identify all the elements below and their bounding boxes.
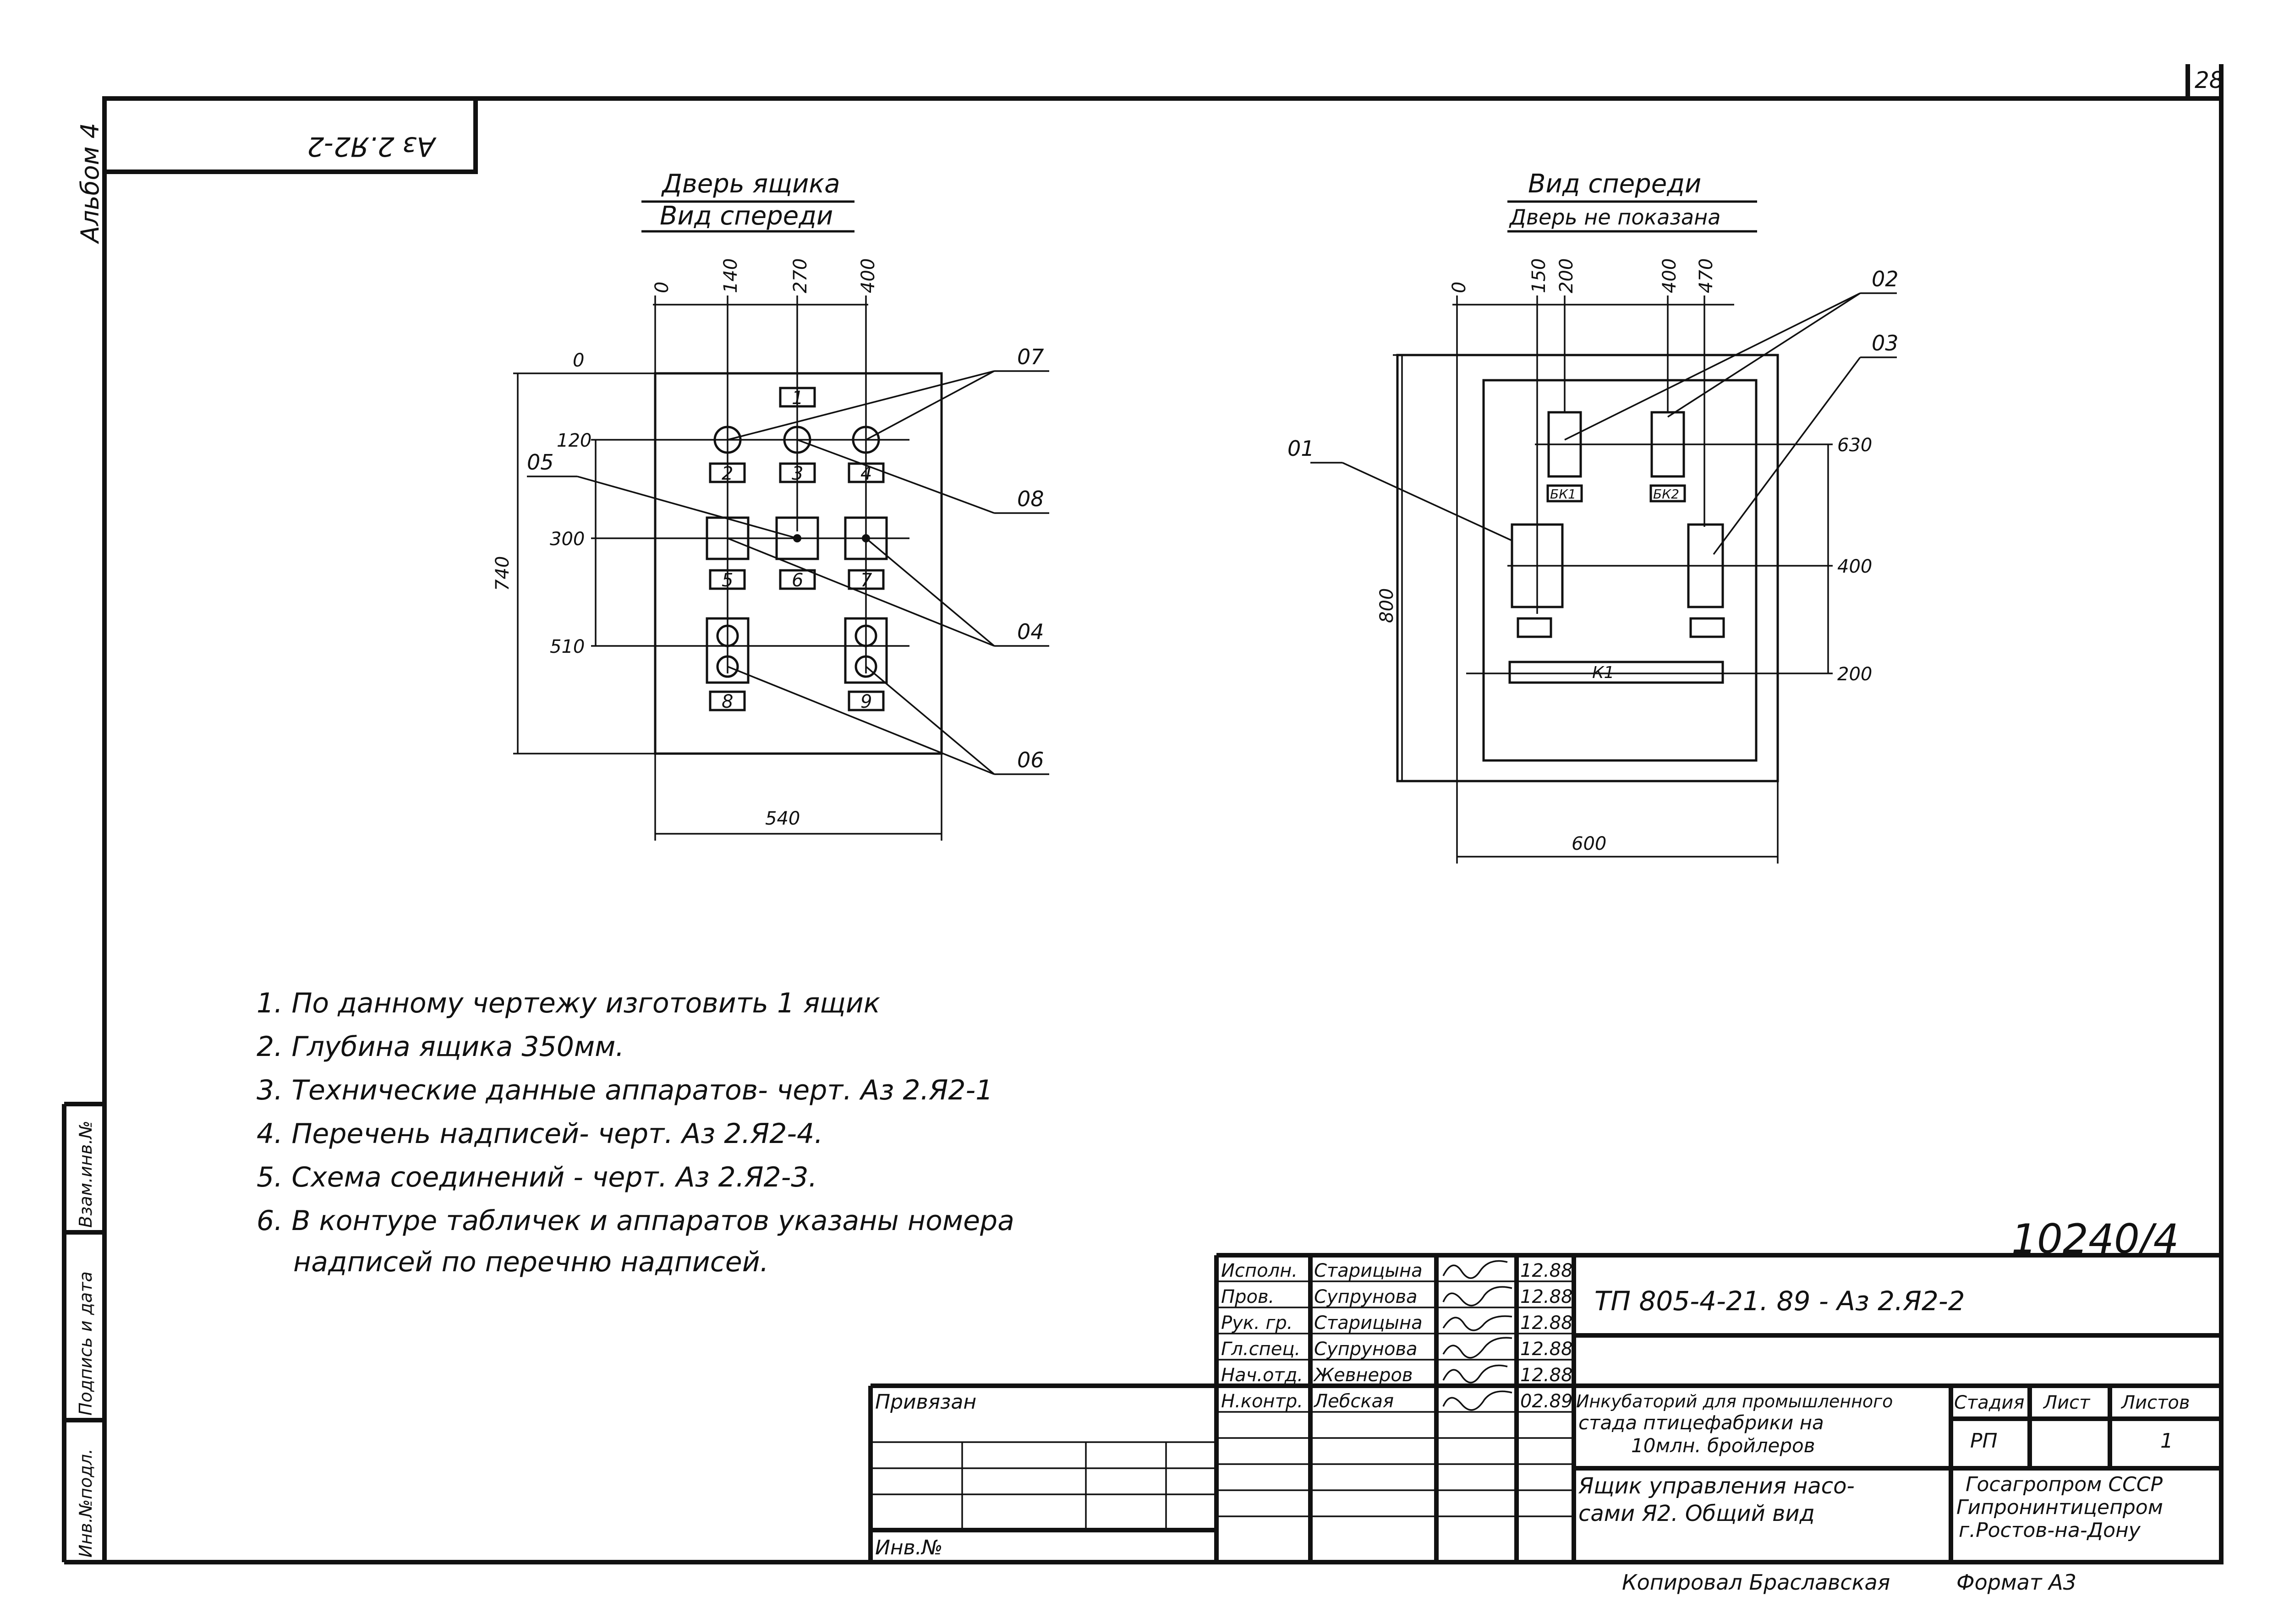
front-view: Вид спереди Дверь не показана 0 150 200 …	[1287, 169, 1899, 864]
album-label: Альбом 4	[76, 123, 104, 244]
sheet-header: Лист	[2043, 1392, 2091, 1413]
side-stamp-inventory: Инв.№подл.	[76, 1449, 96, 1558]
tb-role-3: Рук. гр.	[1221, 1312, 1293, 1334]
tb-name-1: Старицына	[1314, 1260, 1423, 1281]
front-dim-top-0: 0	[1449, 282, 1470, 293]
door-dim-side-0: 0	[573, 350, 584, 371]
drawing-line-1: Ящик управления насо-	[1578, 1473, 1855, 1499]
door-plate-8: 8	[722, 691, 733, 712]
note-2: 2. Глубина ящика 350мм.	[257, 1031, 624, 1063]
front-dim-width: 600	[1572, 833, 1606, 854]
project-line-3: 10млн. бройлеров	[1631, 1434, 1815, 1457]
door-plate-3: 3	[792, 463, 803, 484]
door-dim-height: 740	[492, 556, 513, 591]
note-1: 1. По данному чертежу изготовить 1 ящик	[257, 987, 880, 1019]
org-line-2: Гипронинтицепром	[1956, 1496, 2163, 1519]
tb-date-2: 12.88	[1520, 1286, 1573, 1307]
tb-date-5: 12.88	[1520, 1365, 1573, 1386]
top-code: Аз 2.Я2-2	[307, 131, 437, 162]
note-3: 3. Технические данные аппаратов- черт. А…	[257, 1074, 993, 1106]
format-label: Формат А3	[1956, 1570, 2076, 1595]
front-callout-01: 01	[1287, 436, 1315, 461]
note-6: 6. В контуре табличек и аппаратов указан…	[257, 1205, 1014, 1237]
title-block: Привязан Инв.№ Исполн. Старицына 12.88 П…	[868, 1253, 2221, 1595]
tb-name-3: Старицына	[1314, 1312, 1423, 1334]
door-callout-07: 07	[1017, 344, 1044, 369]
front-callout-02: 02	[1872, 267, 1899, 291]
door-view: Дверь ящика Вид спереди 0 140 270 400 0 …	[492, 169, 1049, 841]
tb-name-5: Жевнеров	[1313, 1365, 1413, 1386]
tb-date-6: 02.89	[1520, 1391, 1573, 1412]
doc-code: ТП 805-4-21. 89 - Аз 2.Я2-2	[1594, 1285, 1965, 1317]
inv-label: Инв.№	[875, 1536, 942, 1559]
tb-role-6: Н.контр.	[1221, 1391, 1303, 1412]
notes: 1. По данному чертежу изготовить 1 ящик …	[257, 987, 1014, 1278]
tb-name-2: Супрунова	[1314, 1286, 1418, 1307]
door-dim-top-400: 400	[858, 258, 879, 293]
project-line-2: стада птицефабрики на	[1578, 1411, 1824, 1434]
door-callout-08: 08	[1017, 487, 1044, 511]
side-stamp-signature: Подпись и дата	[76, 1271, 96, 1416]
project-line-1: Инкубаторий для промышленного	[1576, 1391, 1893, 1411]
door-dim-top-270: 270	[790, 258, 811, 293]
door-view-subtitle: Вид спереди	[660, 201, 833, 231]
front-label-k1: К1	[1592, 663, 1614, 682]
tb-date-3: 12.88	[1520, 1312, 1573, 1334]
door-plate-6: 6	[792, 570, 803, 591]
door-callout-06: 06	[1017, 748, 1044, 772]
org-line-3: г.Ростов-на-Дону	[1959, 1519, 2141, 1542]
tb-name-6: Лебская	[1313, 1391, 1394, 1412]
door-dim-side-300: 300	[550, 529, 585, 550]
front-dim-right-200: 200	[1837, 664, 1872, 685]
door-dim-top-140: 140	[720, 258, 741, 293]
door-callout-05: 05	[527, 450, 554, 475]
door-view-title: Дверь ящика	[661, 169, 840, 199]
front-label-bk1: БК1	[1550, 487, 1576, 502]
front-label-bk2: БК2	[1653, 487, 1679, 502]
door-plate-7: 7	[860, 570, 872, 591]
front-dim-top-200: 200	[1556, 258, 1577, 293]
side-stamp-replace: Взам.инв.№	[76, 1121, 96, 1228]
front-view-title: Вид спереди	[1528, 169, 1701, 199]
front-dim-top-400: 400	[1659, 258, 1680, 293]
tb-date-4: 12.88	[1520, 1339, 1573, 1360]
note-6-cont: надписей по перечню надписей.	[293, 1246, 769, 1278]
door-dim-side-510: 510	[550, 636, 585, 657]
signatures	[1442, 1260, 1512, 1411]
tb-role-4: Гл.спец.	[1221, 1339, 1300, 1360]
drawing-line-2: сами Я2. Общий вид	[1578, 1501, 1815, 1526]
stage-header: Стадия	[1954, 1392, 2024, 1413]
tied-label: Привязан	[875, 1390, 976, 1414]
tb-name-4: Супрунова	[1314, 1339, 1418, 1360]
sheets-header: Листов	[2120, 1392, 2190, 1413]
door-plate-5: 5	[722, 570, 733, 591]
tb-role-2: Пров.	[1221, 1286, 1274, 1307]
note-4: 4. Перечень надписей- черт. Аз 2.Я2-4.	[257, 1118, 823, 1150]
tb-role-1: Исполн.	[1221, 1260, 1298, 1281]
front-dim-top-470: 470	[1696, 258, 1717, 293]
tb-role-5: Нач.отд.	[1221, 1365, 1303, 1386]
door-plate-1: 1	[792, 388, 803, 409]
front-dim-right-400: 400	[1837, 556, 1872, 577]
front-view-subtitle: Дверь не показана	[1509, 205, 1720, 230]
sheets-value: 1	[2160, 1429, 2173, 1453]
page-number: 28	[2195, 67, 2224, 93]
sheet-frame	[62, 64, 2224, 1564]
org-line-1: Госагропром СССР	[1966, 1473, 2163, 1496]
front-dim-top-150: 150	[1528, 258, 1550, 293]
door-plate-9: 9	[860, 691, 872, 712]
copied-by: Копировал Браславская	[1622, 1570, 1890, 1595]
door-dim-top-0: 0	[652, 282, 673, 293]
front-dim-height: 800	[1376, 588, 1397, 623]
front-callout-03: 03	[1872, 331, 1899, 355]
front-dim-right-630: 630	[1837, 435, 1872, 456]
tb-date-1: 12.88	[1520, 1260, 1573, 1281]
door-dim-width: 540	[765, 808, 800, 829]
door-plate-2: 2	[722, 463, 733, 484]
stage-value: РП	[1970, 1429, 1998, 1453]
door-callout-04: 04	[1017, 619, 1044, 644]
note-5: 5. Схема соединений - черт. Аз 2.Я2-3.	[257, 1161, 817, 1193]
door-dim-side-120: 120	[557, 430, 592, 451]
